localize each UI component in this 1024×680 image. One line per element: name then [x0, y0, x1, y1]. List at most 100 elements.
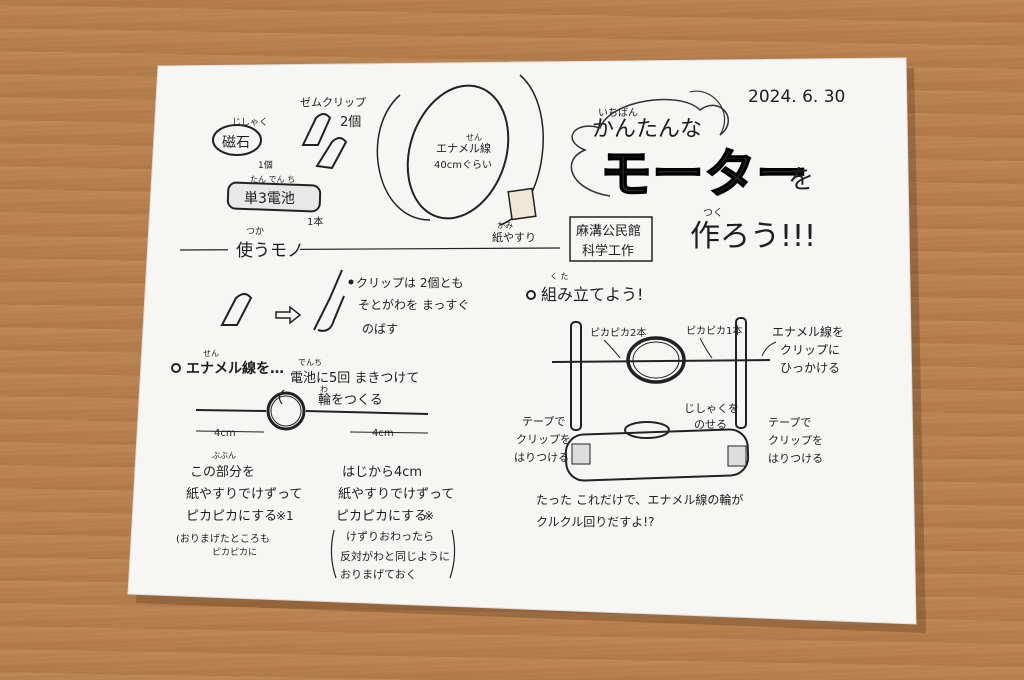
enamel-step-ruby: でんち	[298, 358, 322, 367]
enamel-hook-line2: クリップに	[780, 343, 840, 357]
title-big-motor: モーター	[600, 145, 808, 205]
tape-right	[727, 445, 747, 467]
right-mark: ※	[424, 509, 434, 523]
left-line3: ピカピカにする	[186, 509, 277, 524]
result-line2: クルクル回りだすよ!?	[536, 515, 654, 529]
sandpaper-label: 紙やすり	[492, 230, 536, 244]
clip-count: 2個	[340, 115, 361, 130]
clip-note-line3: のばす	[362, 322, 398, 336]
magnet-label-line2: のせる	[694, 418, 727, 431]
organizer-box: 麻溝公民館 科学工作	[569, 216, 653, 262]
clip-note-bullet	[348, 279, 354, 285]
organizer-line1: 麻溝公民館	[576, 224, 641, 239]
measure-left-line	[195, 430, 265, 433]
battery-drawing	[226, 181, 322, 213]
section-use-bg	[228, 232, 300, 262]
left-line2: 紙やすりでけずって	[186, 487, 302, 502]
battery-lying	[564, 428, 750, 482]
magnet-ruby: じしゃく	[232, 117, 268, 128]
section-use-ruby: つか	[246, 226, 264, 237]
tape-right-line1: テープで	[768, 416, 811, 429]
enamel-hook-pointer	[761, 341, 777, 357]
right-line3: ピカピカにする	[336, 509, 427, 524]
battery-count: 1本	[307, 215, 323, 228]
assembly-ruby: く た	[550, 272, 569, 281]
measure-right-line	[349, 431, 429, 434]
enamel-ruby: せん	[466, 133, 482, 142]
section-use-title: 使うモノ	[236, 240, 304, 261]
right-clip-stand	[735, 317, 747, 429]
smoke-doodle	[570, 98, 730, 197]
sandpaper-drawing	[507, 187, 537, 221]
measure-right-label: 4cm	[372, 428, 394, 439]
smoke-doodle-2	[689, 90, 726, 136]
tape-right-line2: クリップを	[768, 434, 823, 447]
enamel-step-line2: 輪をつくる	[318, 392, 383, 408]
enamel-section-title: エナメル線を…	[186, 360, 284, 377]
left-line1: この部分を	[190, 465, 255, 480]
right-note-bracket-right	[449, 529, 456, 579]
enamel-hook-line1: エナメル線を	[772, 324, 844, 339]
pika-one-pointer	[699, 337, 713, 359]
magnet-label: 磁石	[222, 135, 250, 151]
assembly-section: く た 組み立てよう! ピカピカ2本 ピカピカ1本 エナメル線を クリップに ひ…	[514, 272, 844, 529]
tape-right-line3: はりつける	[768, 452, 823, 465]
paper-sheet	[127, 57, 917, 625]
date-text: 2024. 6. 30	[748, 87, 845, 107]
tape-left-line3: はりつける	[514, 451, 569, 464]
enamel-label: エナメル線	[436, 141, 491, 155]
right-note-bracket-left	[330, 529, 337, 579]
magnet-drawing	[212, 124, 262, 156]
clip-pika-pointer	[603, 339, 621, 359]
wire-loop	[266, 391, 306, 431]
left-ruby: ぶぶん	[212, 451, 236, 460]
title-particle: を	[788, 165, 814, 195]
left-mark: ※1	[276, 509, 294, 523]
clip-straighten-illustration: クリップは 2個とも そとがわを まっすぐ のばす	[220, 269, 469, 336]
tape-left-line1: テープで	[522, 415, 565, 428]
tape-left	[571, 443, 591, 465]
assembly-title: 組み立てよう!	[541, 285, 643, 304]
left-note1: (おりまげたところも	[176, 533, 270, 545]
left-clip-stand	[570, 321, 582, 431]
assembly-bullet	[526, 290, 536, 300]
enamel-length: 40cmぐらい	[434, 159, 492, 171]
materials-illustration: じしゃく 磁石 1個 ゼムクリップ 2個 たん でん ち 単3電池 1本 せん …	[212, 74, 544, 244]
enamel-step-line1: 電池に5回 まきつけて	[290, 371, 419, 386]
clip-note-line1: クリップは 2個とも	[356, 276, 463, 290]
clip-pika-label: ピカピカ2本	[590, 326, 646, 339]
enamel-step-ruby2: わ	[320, 385, 328, 394]
pointer-line	[278, 389, 285, 405]
right-line1: はじから4cm	[342, 465, 422, 480]
wire-left	[195, 409, 267, 412]
title-line3: 作ろう!!!	[690, 219, 816, 254]
section-use-header: つか 使うモノ	[179, 226, 561, 262]
clip-after-drawing	[313, 269, 345, 332]
title-block: いちばん かんたんな モーター を つく 作ろう!!!	[570, 90, 816, 254]
pika-one-label: ピカピカ1本	[686, 324, 742, 337]
enamel-hook-line3: ひっかける	[780, 361, 840, 375]
magnet-on-battery	[624, 421, 670, 439]
clip-before-drawing	[220, 293, 253, 326]
organizer-border	[569, 216, 653, 262]
magnet-count: 1個	[258, 159, 273, 171]
clip-drawing-1	[301, 113, 332, 146]
measure-left-label: 4cm	[214, 428, 236, 439]
enamel-coil-drawing	[406, 84, 510, 220]
wire-right	[305, 410, 429, 415]
magnet-label-line1: じしゃくを	[684, 402, 739, 415]
enamel-section-ruby: せん	[203, 349, 219, 358]
clip-label: ゼムクリップ	[300, 96, 366, 109]
tape-left-line2: クリップを	[516, 433, 571, 446]
sandpaper-ruby: かみ	[497, 221, 513, 230]
right-note1: けずりおわったら	[346, 530, 434, 543]
clip-drawing-2	[315, 137, 348, 170]
battery-ruby: たん でん ち	[250, 175, 295, 184]
rotor-coil-inner	[632, 341, 680, 379]
clip-note-line2: そとがわを まっすぐ	[358, 297, 469, 312]
right-note3: おりまげておく	[340, 568, 417, 581]
battery-label: 単3電池	[244, 191, 295, 207]
enamel-section-bullet	[171, 363, 181, 373]
result-line1: たった これだけで、エナメル線の輪が	[536, 492, 743, 507]
